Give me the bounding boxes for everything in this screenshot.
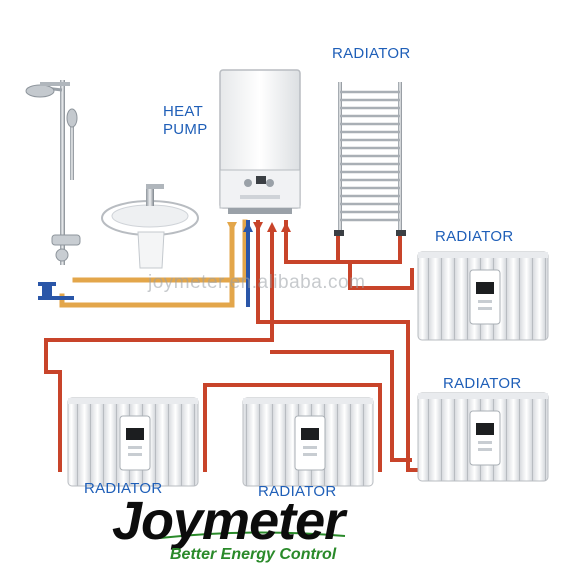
towel-radiator [334, 82, 406, 236]
hot-flow-pipe-b [256, 220, 410, 397]
brand-logo-text: Joymeter [112, 491, 345, 551]
radiator-label-right-top: RADIATOR [435, 228, 514, 245]
heat-pump-label-line1: HEAT [163, 103, 204, 120]
shower-supply-pipe [72, 219, 248, 283]
cold-supply-pipe [59, 222, 235, 308]
hot-flow-pipe-c [284, 220, 340, 264]
hot-return-pipe-c [203, 383, 382, 472]
hot-return-pipe-a [348, 260, 414, 290]
arrow-up-icon [267, 222, 277, 232]
brand-tagline: Better Energy Control [170, 546, 337, 563]
hot-flow-pipe-d [284, 230, 402, 264]
arrow-up-icon [243, 222, 253, 232]
radiator-label-towel: RADIATOR [332, 45, 411, 62]
arrow-down-icon [253, 222, 263, 232]
flow-arrows [227, 222, 291, 232]
arrow-up-icon [281, 222, 291, 232]
watermark-text: joymeter.en.alibaba.com [148, 272, 366, 293]
hot-return-pipe-e [406, 393, 422, 472]
arrow-down-icon [227, 222, 237, 232]
radiator-label-right-bottom: RADIATOR [443, 375, 522, 392]
shutoff-valve [38, 282, 56, 296]
panel-radiator-bottom-middle [242, 397, 374, 487]
panel-radiator-bottom-left [67, 397, 199, 487]
pipe-network [38, 219, 422, 472]
radiator-label-bottom-middle: RADIATOR [258, 483, 337, 500]
sink [101, 184, 199, 269]
panel-radiator-right-top [417, 251, 549, 341]
shower [25, 80, 81, 265]
panel-radiator-right-bottom [417, 392, 549, 482]
logo-swoosh-icon [159, 531, 346, 539]
heat-pump-label-line2: PUMP [163, 121, 208, 138]
heat-pump-unit [219, 69, 301, 214]
hot-return-pipe-b [270, 350, 412, 462]
radiator-label-bottom-left: RADIATOR [84, 480, 163, 497]
